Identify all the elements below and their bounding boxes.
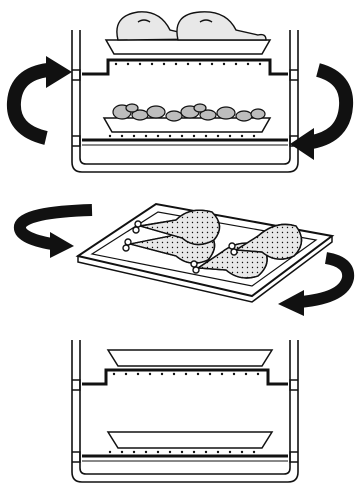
shelf-dots [108, 134, 256, 138]
panel-two-empty-dishes [71, 340, 299, 483]
shelf-dots [114, 62, 262, 66]
swap-up-arrow [6, 56, 72, 145]
oven-cavity [71, 340, 299, 483]
panel-two-level-cooking [6, 11, 354, 173]
oven-cavity [71, 30, 299, 173]
swap-down-arrow [290, 63, 354, 160]
upper-shelf [82, 11, 288, 76]
lower-shelf [82, 431, 288, 462]
empty-upper-dish [106, 349, 274, 367]
shelf-dots [108, 450, 256, 454]
shelf-dots [112, 372, 260, 376]
four-chicken-legs-on-tray [122, 209, 303, 279]
rotate-left-arrow [13, 204, 93, 258]
upper-shelf [82, 349, 288, 386]
empty-lower-dish [106, 431, 274, 449]
rotate-right-arrow [278, 252, 355, 316]
lower-shelf [82, 103, 288, 146]
roast-chicken-legs [116, 11, 267, 41]
upper-dish [104, 39, 272, 55]
panel-turn-tray [13, 202, 355, 316]
roast-vegetables [112, 103, 266, 122]
